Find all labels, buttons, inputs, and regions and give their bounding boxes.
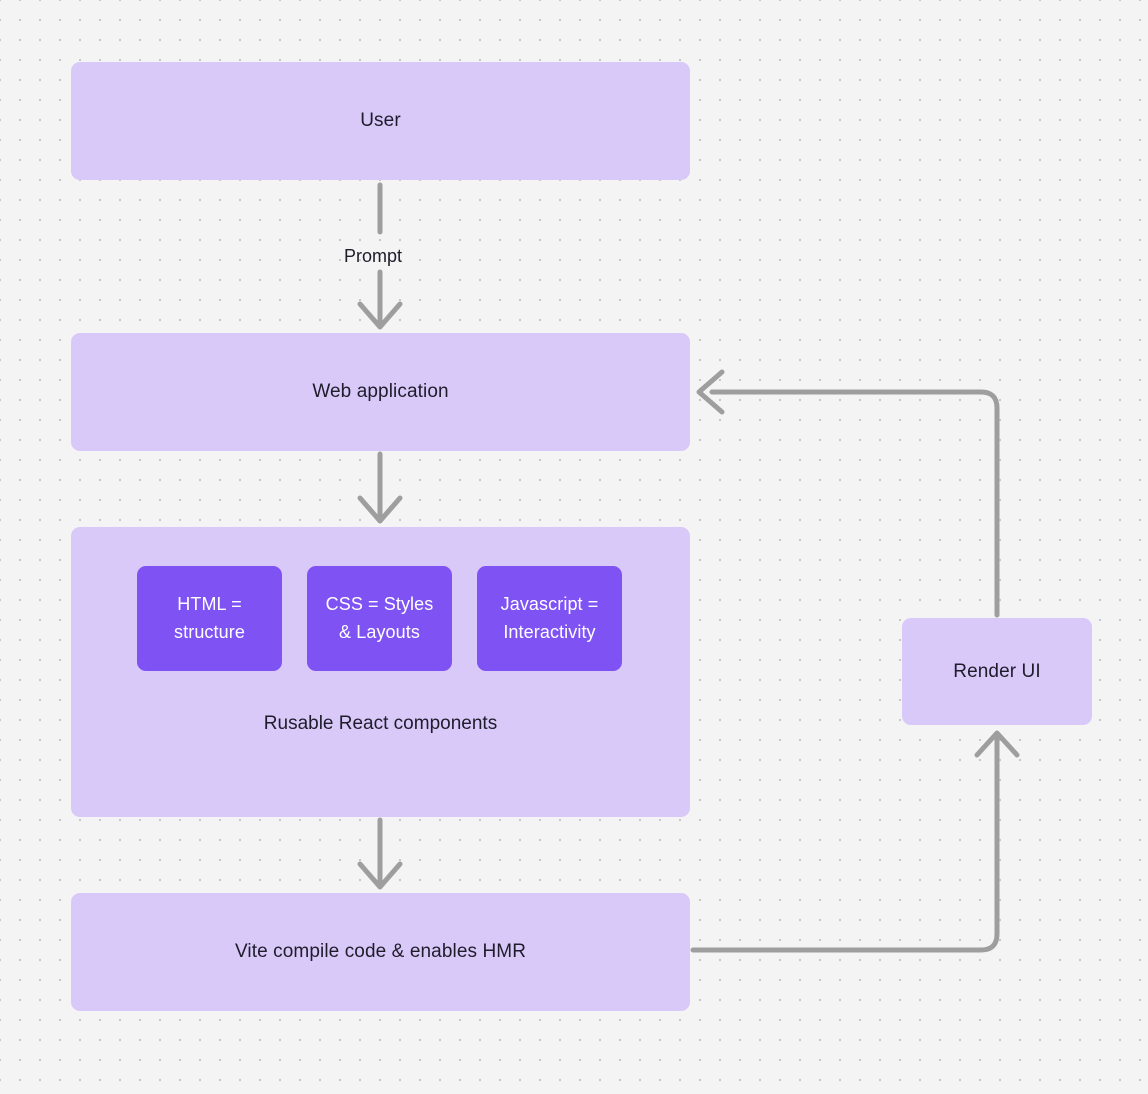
arrowhead-up-render bbox=[974, 730, 1020, 758]
node-vite-label: Vite compile code & enables HMR bbox=[234, 941, 527, 962]
chip-css[interactable]: CSS = Styles & Layouts bbox=[307, 566, 452, 671]
arrowhead-down-webapp bbox=[357, 301, 403, 330]
chip-css-line1: CSS = Styles bbox=[325, 593, 434, 614]
chip-javascript-line2: Interactivity bbox=[503, 621, 596, 642]
chip-css-line2: & Layouts bbox=[339, 621, 420, 642]
arrowhead-left-webapp bbox=[696, 369, 725, 415]
chip-javascript-line1: Javascript = bbox=[500, 593, 599, 614]
node-web-application-label: Web application bbox=[312, 381, 449, 402]
arrowhead-down-components bbox=[357, 495, 403, 524]
edge-render-to-webapp bbox=[709, 389, 1000, 618]
node-render-ui-label: Render UI bbox=[953, 660, 1041, 682]
chip-html-line2: structure bbox=[174, 621, 245, 642]
node-web-application[interactable]: Web application bbox=[71, 333, 690, 451]
edge-vite-to-render bbox=[690, 732, 1000, 953]
chip-javascript[interactable]: Javascript = Interactivity bbox=[477, 566, 622, 671]
node-user-label: User bbox=[360, 110, 401, 131]
chip-html[interactable]: HTML = structure bbox=[137, 566, 282, 671]
node-reusable-components-caption: Rusable React components bbox=[263, 713, 498, 734]
arrowhead-down-vite bbox=[357, 861, 403, 890]
node-vite[interactable]: Vite compile code & enables HMR bbox=[71, 893, 690, 1011]
edge-label-prompt: Prompt bbox=[344, 246, 403, 266]
chip-html-line1: HTML = bbox=[177, 593, 242, 614]
node-user[interactable]: User bbox=[71, 62, 690, 180]
node-render-ui[interactable]: Render UI bbox=[902, 618, 1092, 725]
